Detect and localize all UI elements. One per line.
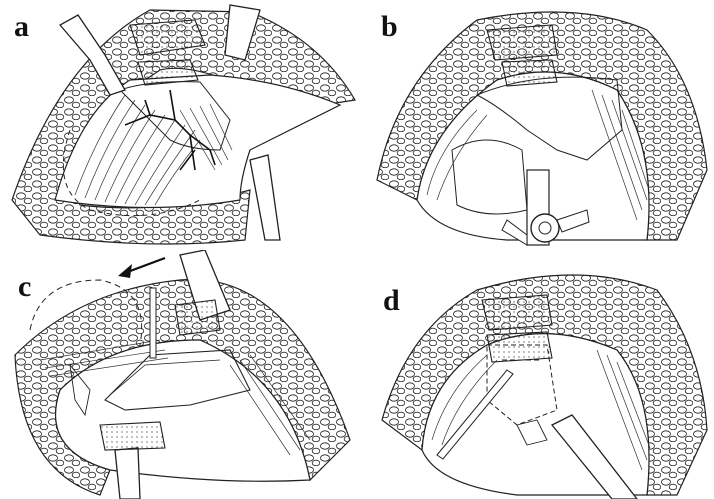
muscle-fibers [431, 349, 651, 471]
bone-segment [137, 59, 199, 86]
muscle-fibers [426, 89, 650, 221]
retractor-left [58, 14, 126, 96]
instrument-dial-center [538, 221, 552, 235]
tissue-flap [119, 81, 231, 151]
bone-segment [501, 59, 558, 87]
panel-b: b [357, 0, 714, 249]
bone-segment [481, 294, 553, 331]
nerve-branches [124, 89, 216, 171]
incision-cavity [416, 71, 650, 241]
bone-segment [486, 331, 553, 363]
arrow-head [118, 264, 132, 278]
panel-d-illustration [381, 274, 708, 499]
panel-a: a [0, 0, 357, 249]
panel-label-c: c [18, 270, 32, 303]
exposed-tissue [69, 363, 91, 417]
retractor-top [224, 4, 261, 61]
retractor-bottom [550, 414, 638, 499]
retractor-top [179, 250, 231, 321]
retractor-bottom [249, 154, 281, 241]
panel-label-d: d [383, 284, 400, 317]
panel-label-a: a [14, 10, 29, 43]
panel-a-illustration [11, 4, 356, 245]
bone-segment [486, 24, 558, 61]
bone-segment [129, 19, 206, 56]
dashed-flap-outline [29, 279, 143, 346]
panel-label-b: b [381, 10, 398, 43]
exposed-tissue [516, 419, 548, 446]
retractor-bottom [114, 447, 141, 499]
panel-c-illustration [14, 250, 351, 499]
panel-c: c [0, 250, 357, 499]
instrument-handle [501, 219, 528, 246]
bone-segment [99, 421, 166, 451]
instrument-dial [530, 213, 560, 243]
panel-d: d [357, 250, 714, 499]
probe-instrument [436, 369, 514, 460]
dashed-outline [62, 129, 201, 217]
instrument-handle [556, 209, 590, 233]
probe-instrument [149, 287, 157, 359]
osteotomy-inner [109, 359, 221, 396]
bone-segment [174, 299, 221, 336]
panel-b-illustration [376, 11, 708, 246]
